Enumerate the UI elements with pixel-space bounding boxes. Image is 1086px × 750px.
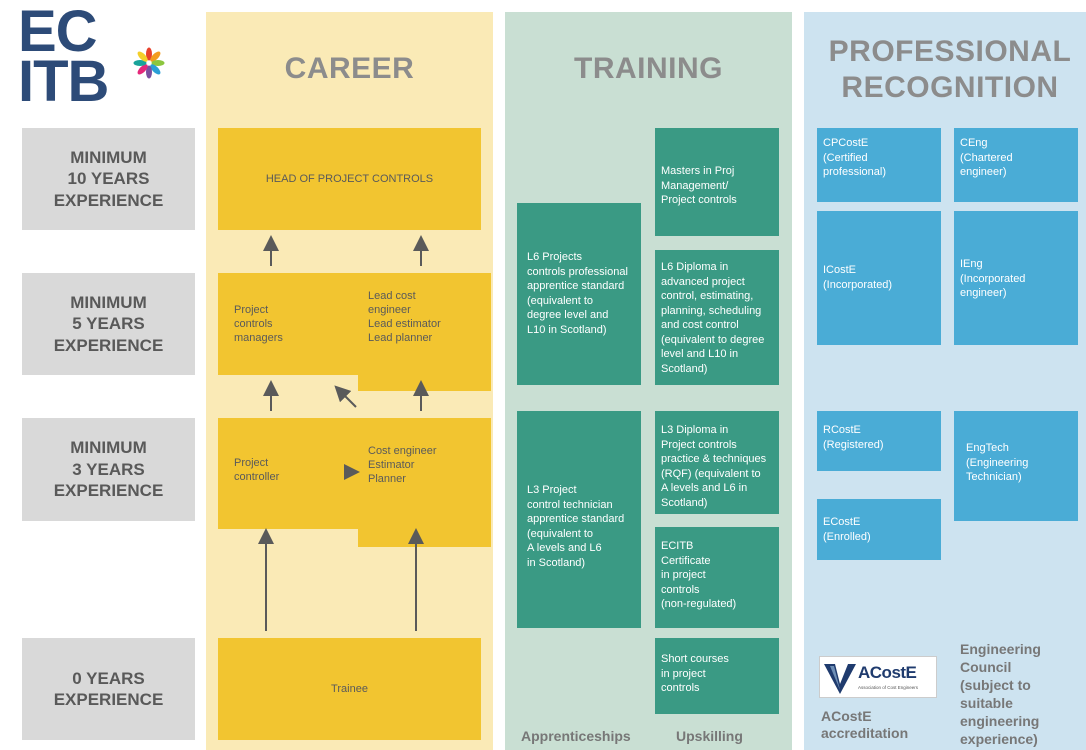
project-controller-label: Project controller: [234, 456, 280, 483]
experience-0-years: 0 YEARS EXPERIENCE: [22, 638, 195, 740]
acoste-logo-text: ACostE: [858, 663, 917, 682]
ceng-box: CEng (Chartered engineer): [954, 128, 1078, 202]
experience-3-years: MINIMUM 3 YEARS EXPERIENCE: [22, 418, 195, 521]
logo-text-line1: EC: [18, 0, 98, 64]
short-courses-box: Short courses in project controls: [655, 638, 779, 714]
logo-star-icon: [133, 47, 165, 79]
masters-box: Masters in Proj Management/ Project cont…: [655, 128, 779, 236]
ieng-box: IEng (Incorporated engineer): [954, 211, 1078, 345]
l6-apprentice-box: L6 Projects controls professional appren…: [517, 203, 641, 385]
training-title: TRAINING: [574, 52, 723, 85]
lead-cost-engineer-label: Lead cost engineer Lead estimator Lead p…: [368, 290, 441, 344]
logo-star-petal: [137, 51, 148, 62]
career-title: CAREER: [284, 52, 415, 85]
experience-10-years: MINIMUM 10 YEARS EXPERIENCE: [22, 128, 195, 230]
logo-text-line2: ITB: [18, 49, 109, 114]
l6-diploma-box: L6 Diploma in advanced project control, …: [655, 250, 779, 385]
cpcoste-box: CPCostE (Certified professional): [817, 128, 941, 202]
cost-engineer-box: Cost engineer Estimator Planner: [358, 418, 491, 547]
acoste-logo-mark-icon: [824, 664, 856, 694]
apprenticeships-label: Apprenticeships: [521, 728, 631, 744]
logo-star-petal: [151, 60, 165, 66]
logo-star-petal: [137, 64, 148, 75]
l3-diploma-box: L3 Diploma in Project controls practice …: [655, 411, 779, 514]
ecoste-box: ECostE (Enrolled): [817, 499, 941, 560]
l3-apprentice-box: L3 Project control technician apprentice…: [517, 411, 641, 628]
arrow-diagonal-icon: [334, 385, 357, 408]
acoste-logo-subtext: Association of Cost Engineers: [858, 685, 919, 690]
cost-engineer-label: Cost engineer Estimator Planner: [368, 445, 437, 485]
trainee-box: Trainee: [218, 638, 481, 740]
project-controls-managers-label: Project controls managers: [234, 304, 283, 344]
logo-star-petal: [150, 51, 161, 62]
engineering-council-label: Engineering Council (subject to suitable…: [960, 641, 1041, 747]
head-of-project-controls-label: HEAD OF PROJECT CONTROLS: [265, 173, 434, 185]
rcoste-box: RCostE (Registered): [817, 411, 941, 471]
engtech-box: EngTech (Engineering Technician): [954, 411, 1078, 521]
icoste-box: ICostE (Incorporated): [817, 211, 941, 345]
ecitb-certificate-box: ECITB Certificate in project controls (n…: [655, 527, 779, 628]
logo-star-petal: [133, 60, 147, 66]
ecitb-logo: EC ITB: [18, 2, 178, 116]
recognition-title: PROFESSIONAL RECOGNITION: [828, 35, 1072, 104]
acoste-accreditation-label: ACostE accreditation: [821, 708, 909, 741]
project-controls-managers-box: Project controls managers: [218, 273, 358, 375]
project-controller-box: Project controller: [218, 418, 358, 529]
trainee-label: Trainee: [331, 683, 368, 695]
experience-5-years: MINIMUM 5 YEARS EXPERIENCE: [22, 273, 195, 375]
logo-star-petal: [146, 65, 152, 79]
logo-star-petal: [150, 64, 161, 75]
logo-star-petal: [146, 47, 152, 61]
head-of-project-controls-box: HEAD OF PROJECT CONTROLS: [218, 128, 481, 230]
lead-cost-engineer-box: Lead cost engineer Lead estimator Lead p…: [358, 273, 491, 391]
upskilling-label: Upskilling: [676, 728, 743, 744]
acoste-logo: ACostE Association of Cost Engineers: [819, 656, 937, 698]
